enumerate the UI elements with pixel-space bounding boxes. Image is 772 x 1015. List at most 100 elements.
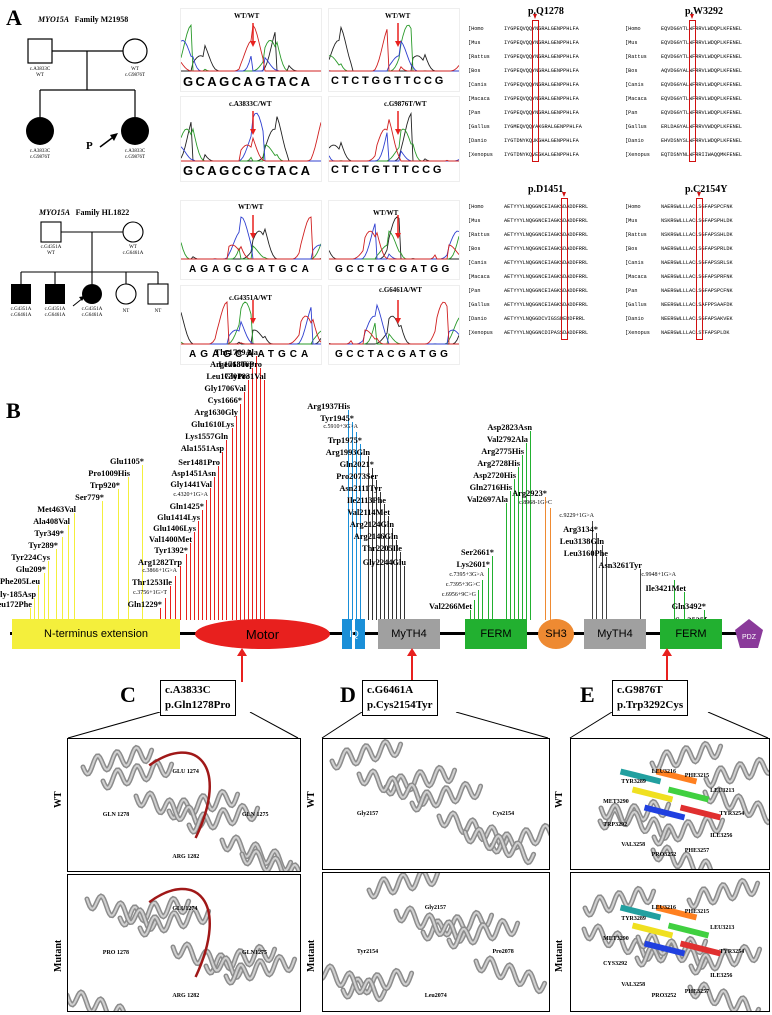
loop-ribbon [148,751,211,839]
alignment-sequence: EQVDGGYALWFRRVLWDQPLKFENEL [661,82,742,88]
alignment-species: [Danio [625,316,644,322]
alignment-species: [Bos [468,246,481,252]
variant-arrowhead [395,129,401,135]
residue-label: TYR3289 [621,915,646,922]
chromatogram-trace-line [181,122,322,162]
alignment-species: [Xenopus [625,152,650,158]
mutation-label: Leu172Phe [0,600,32,609]
residue-label: GLN1275 [242,949,268,956]
domain-label: FERM [675,628,707,640]
mutation-stem [392,528,393,620]
pedigree-1-proband-genotype: c.A3833C c.G9876T [124,149,146,160]
mutation-label: Ala408Val [33,517,70,526]
chromatogram-sequence: GCAGCAGTACA [183,74,313,89]
alignment-species: [Gallus [625,302,647,308]
domain-iq: IQ [342,619,366,649]
residue-label: Pro2078 [492,948,514,955]
protein-ribbon [329,739,549,866]
chromatogram-trace-line [329,230,460,260]
mutation-label: Ser2661* [460,548,494,557]
chromatogram-trace [180,300,322,345]
mutation-label: Arg1937His [307,402,350,411]
helix-highlight [475,956,546,993]
mutation-stem [388,516,389,620]
variant-arrowhead [250,41,256,47]
residue-label: PHE3257 [684,848,710,855]
chromatogram-4-wt: WT/WT GCCTGCGATGG [328,200,460,280]
panel-letter-a: A [6,5,22,30]
chromatogram-trace-line [329,119,459,162]
mutation-label: Leu1806Pro [218,360,262,369]
variant-arrowhead [250,233,256,239]
alignment-sequence: IYGPEQVQQYNGRALGENPPHLFA [504,54,579,60]
mutation-stem [526,443,527,620]
alignment-species: [Macaca [625,274,647,280]
alignment-sequence: IYGPEQVQQYNGRALGENPPHLFA [504,68,579,74]
mutation-stem [518,467,519,620]
alignment-sequence: IYGTDNYKQUKGHALGENPPHLFA [504,138,579,144]
side-label-mutant-e: Mutant [554,939,565,972]
mutation-label: Gly1831Val [224,372,266,381]
domain-ferm-2: FERM [660,619,722,649]
side-label-wt-c: WT [53,791,64,808]
helix-highlight [600,803,671,840]
mutation-stem [62,537,63,620]
alignment-sequence: AETYYYLNQGGNCEIAGKSDADDFRRL [504,204,589,210]
chromatogram-sequence: AGAGCGATGCA [189,264,313,275]
residue-label: ARG 1282 [172,993,200,1000]
mutation-stem [260,368,261,620]
alignment-sequence: NAERGWLLLACLSGFAPSPRFNK [661,274,733,280]
mutation-stem [180,566,181,620]
mutation-label: Arg2146Gln [353,532,398,541]
mutation-label: Cys1666* [207,396,242,405]
alignment-sequence: EQTDSNYNLWFRRIIWAQQMKFENEL [661,152,742,158]
mutation-stem [506,503,507,620]
mutation-label: Lys2601* [456,560,490,569]
alignment-species: [Danio [468,316,487,322]
helix-highlight [395,906,466,943]
mutation-label: Tyr289* [28,541,58,550]
residue-sticks [679,940,722,957]
alignment-species: [Macaca [468,274,490,280]
alignment-title: p.D1451 [528,184,564,195]
residue-label: VAL3258 [621,841,646,848]
mutation-label: Arg2775His [481,447,524,456]
mutation-stem [684,592,685,620]
mutation-label: Arg1993Gln [325,448,370,457]
domain-pdz: PDZ [735,619,763,648]
pedigree-2-child4-genotype: NT [122,309,130,314]
side-label-mutant-c: Mutant [53,939,64,972]
residue-label: Cys2154 [492,810,515,817]
mutation-stem [674,580,675,620]
mutation-label: c.3866+1G>A [142,568,177,574]
mutation-stem [380,492,381,620]
mutation-label: Val2792Ala [486,435,528,444]
mutation-stem [118,489,119,620]
residue-label: Leu2074 [424,993,447,1000]
residue-label: MET3290 [603,798,629,805]
side-label-wt-e: WT [554,791,565,808]
conserved-residue-highlight [695,198,703,340]
helix-highlight [358,769,429,806]
chromatogram-label: WT/WT [373,209,399,217]
helix-ribbon [703,756,769,789]
pedigree-1-father-genotype: c.A3833C WT [29,67,51,78]
mutation-label: Leu3160Phe [563,549,608,558]
mutation-label: Pro2073Ser [336,472,378,481]
residue-sticks [667,786,710,803]
mutation-label: Arg1763Trp [209,360,254,369]
residue-label: ILE3256 [710,972,733,979]
alignment-species: [Rattus [625,54,647,60]
mutation-stem [478,590,479,620]
